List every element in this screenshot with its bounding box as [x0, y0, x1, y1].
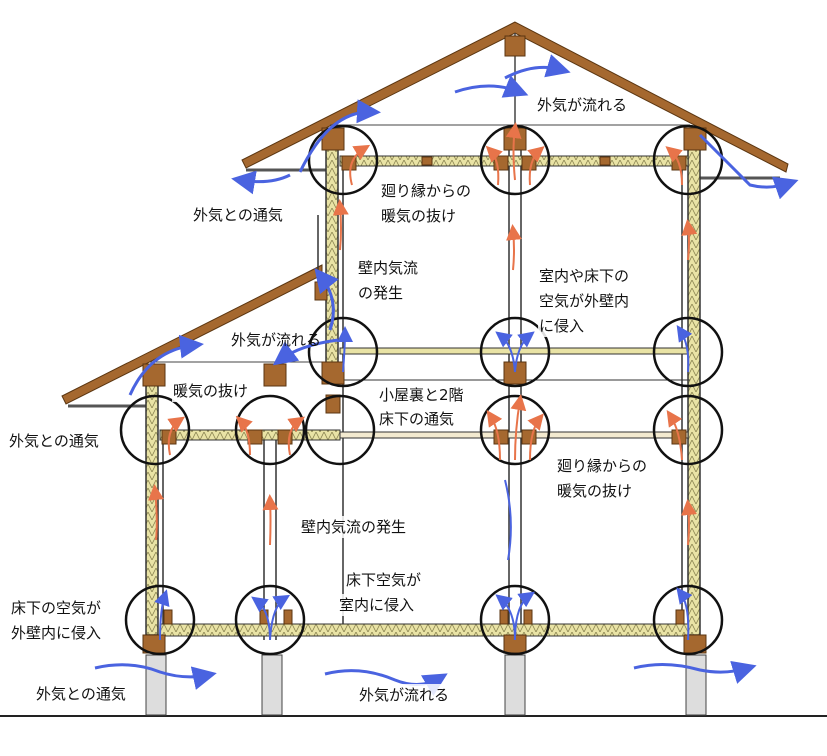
label-outdoor-vent-upper-left: 外気との通気 — [193, 206, 283, 224]
outdoor-air-arrows — [94, 54, 799, 697]
label-rim-warm-lower-1: 廻り縁からの — [556, 455, 649, 477]
label-underfloor-to-wall-1: 床下の空気が — [10, 597, 103, 619]
warm-air-arrows — [148, 122, 698, 546]
label-rim-warm-lower-2: 暖気の抜け — [556, 480, 634, 502]
label-outdoor-vent-bottom: 外気との通気 — [35, 683, 127, 705]
label-wall-airflow-upper-2: の発生 — [357, 282, 405, 304]
label-attic-2f-vent-2: 床下の通気 — [378, 408, 456, 430]
label-rim-warm-upper-1: 廻り縁からの — [380, 180, 473, 202]
main-roof — [241, 21, 789, 180]
label-outdoor-flow-lower-roof: 外気が流れる — [231, 331, 322, 349]
label-indoor-to-wall-3: に侵入 — [538, 315, 586, 337]
label-indoor-to-wall-1: 室内や床下の — [538, 265, 631, 287]
label-wall-airflow-upper-1: 壁内気流 — [357, 257, 420, 279]
wood-members — [142, 127, 707, 654]
label-attic-2f-vent-1: 小屋裏と2階 — [378, 384, 465, 406]
label-outdoor-vent-left: 外気との通気 — [8, 430, 100, 452]
label-underfloor-to-indoor-1: 床下空気が — [345, 569, 423, 591]
label-indoor-to-wall-2: 空気が外壁内 — [538, 290, 631, 312]
label-underfloor-to-wall-2: 外壁内に侵入 — [10, 622, 103, 644]
label-wall-airflow-lower: 壁内気流の発生 — [300, 516, 408, 538]
label-underfloor-to-indoor-2: 室内に侵入 — [338, 594, 416, 616]
label-warm-escape: 暖気の抜け — [172, 380, 250, 402]
indoor-air-arrows — [154, 325, 693, 641]
label-outdoor-flow-bottom: 外気が流れる — [358, 684, 451, 706]
label-outdoor-flow-top: 外気が流れる — [536, 94, 629, 116]
label-rim-warm-upper-2: 暖気の抜け — [380, 205, 458, 227]
